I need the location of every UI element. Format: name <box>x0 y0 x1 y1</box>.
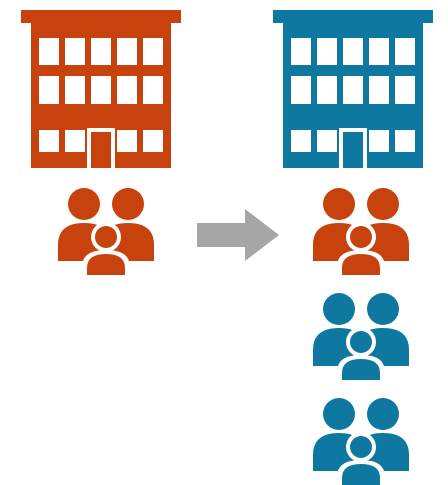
building-icon-left <box>21 10 181 168</box>
building-window <box>117 38 137 65</box>
building-window <box>317 38 337 65</box>
building-window <box>143 76 163 104</box>
building-window <box>143 38 163 65</box>
building-window <box>39 76 59 104</box>
building-window <box>65 38 85 65</box>
building-window <box>91 76 111 104</box>
building-window <box>395 76 415 104</box>
building-window <box>395 130 415 152</box>
adult-left-head <box>323 188 355 220</box>
building-window <box>65 130 85 152</box>
building-window <box>369 76 389 104</box>
building-door-panel <box>343 132 363 168</box>
child-body <box>342 359 380 380</box>
building-window <box>291 130 311 152</box>
building-window <box>369 130 389 152</box>
building-window <box>317 130 337 152</box>
family-icon-left-orange <box>58 188 154 275</box>
building-window <box>91 38 111 65</box>
building-window <box>343 76 363 104</box>
building-window <box>117 76 137 104</box>
building-window <box>143 130 163 152</box>
building-window <box>291 76 311 104</box>
building-window <box>343 38 363 65</box>
child-head <box>95 226 117 248</box>
building-roof <box>21 10 181 23</box>
building-window <box>39 130 59 152</box>
building-window <box>291 38 311 65</box>
building-door-panel <box>91 132 111 168</box>
adult-right-head <box>367 188 399 220</box>
building-window <box>65 76 85 104</box>
adult-right-head <box>367 398 399 430</box>
child-head <box>350 226 372 248</box>
building-window <box>317 76 337 104</box>
adult-right-head <box>367 293 399 325</box>
adult-left-head <box>323 293 355 325</box>
child-body <box>87 254 125 275</box>
building-window <box>117 130 137 152</box>
right-arrow-icon <box>197 209 279 261</box>
child-body <box>342 464 380 485</box>
building-window <box>395 38 415 65</box>
child-head <box>350 331 372 353</box>
building-roof <box>273 10 433 23</box>
child-head <box>350 436 372 458</box>
building-window <box>369 38 389 65</box>
arrow-shape <box>197 209 279 261</box>
family-icon-right-orange <box>313 188 409 275</box>
child-body <box>342 254 380 275</box>
adult-left-head <box>68 188 100 220</box>
adult-right-head <box>112 188 144 220</box>
adult-left-head <box>323 398 355 430</box>
building-icon-right <box>273 10 433 168</box>
family-icon-right-blue-1 <box>313 293 409 380</box>
building-window <box>39 38 59 65</box>
family-icon-right-blue-2 <box>313 398 409 485</box>
